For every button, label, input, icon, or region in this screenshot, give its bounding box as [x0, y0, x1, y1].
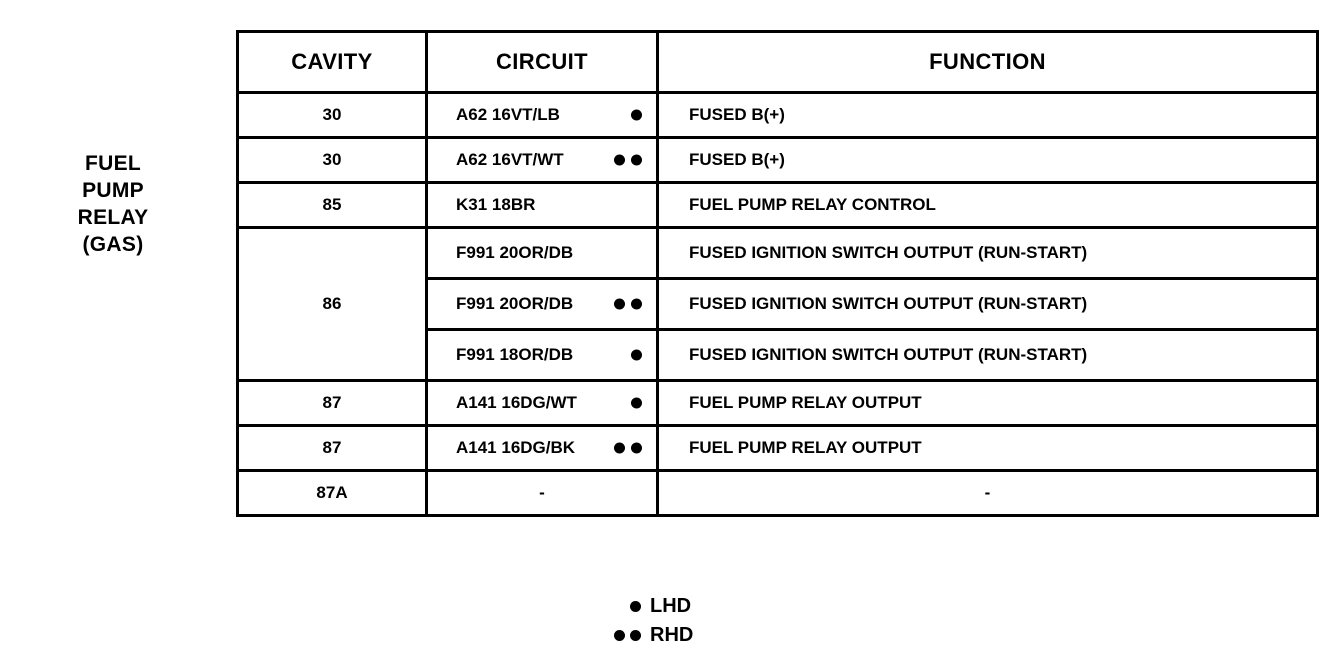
- function-value: FUSED IGNITION SWITCH OUTPUT (RUN-START): [689, 243, 1088, 262]
- cavity-value: 87: [236, 379, 428, 427]
- table-row: 86 F991 20OR/DB FUSED IGNITION SWITCH OU…: [236, 226, 1319, 382]
- circuit-value: A141 16DG/WT: [456, 393, 577, 412]
- lhd-marker-icon: [631, 397, 642, 409]
- function-cell: FUSED B(+): [656, 136, 1319, 184]
- cavity-value: 30: [236, 136, 428, 184]
- legend-item-rhd: RHD: [600, 621, 693, 650]
- circuit-cell: A62 16VT/LB: [425, 91, 659, 139]
- column-header-cavity: CAVITY: [236, 30, 428, 94]
- function-value: FUSED IGNITION SWITCH OUTPUT (RUN-START): [689, 345, 1088, 364]
- component-label-line-4: (GAS): [82, 233, 144, 256]
- function-value: FUEL PUMP RELAY CONTROL: [689, 195, 936, 214]
- circuit-value: A141 16DG/BK: [456, 438, 576, 457]
- cavity-value: 86: [236, 226, 428, 382]
- component-label-line-2: PUMP: [82, 179, 144, 202]
- function-cell: FUEL PUMP RELAY OUTPUT: [656, 379, 1319, 427]
- circuit-value: F991 20OR/DB: [456, 243, 574, 262]
- cavity-value: 87A: [236, 469, 428, 517]
- table-row: 87 A141 16DG/WT FUEL PUMP RELAY OUTPUT: [236, 379, 1319, 427]
- circuit-cell: K31 18BR: [425, 181, 659, 229]
- circuit-cell: -: [425, 469, 659, 517]
- table-row: 85 K31 18BR FUEL PUMP RELAY CONTROL: [236, 181, 1319, 229]
- rhd-marker-icon: [600, 630, 650, 641]
- circuit-value: K31 18BR: [456, 195, 536, 214]
- component-label-line-3: RELAY: [77, 206, 149, 229]
- circuit-value: A62 16VT/LB: [456, 105, 560, 124]
- lhd-marker-icon: [631, 349, 642, 361]
- column-header-function: FUNCTION: [656, 30, 1319, 94]
- circuit-cell: F991 18OR/DB: [425, 328, 659, 382]
- function-value: FUSED B(+): [689, 105, 785, 124]
- legend: LHD RHD: [600, 592, 693, 650]
- circuit-cell: F991 20OR/DB: [425, 277, 659, 331]
- table-row: 30 A62 16VT/WT FUSED B(+): [236, 136, 1319, 184]
- rhd-marker-icon: [614, 442, 642, 454]
- component-label: FUEL PUMP RELAY (GAS): [0, 150, 226, 258]
- pinout-table: CAVITY CIRCUIT FUNCTION 30 A62 16VT/LB F…: [236, 30, 1319, 517]
- function-value: FUEL PUMP RELAY OUTPUT: [689, 438, 922, 457]
- cavity-value: 87: [236, 424, 428, 472]
- legend-label-rhd: RHD: [650, 624, 694, 646]
- circuit-value: A62 16VT/WT: [456, 150, 564, 169]
- table-row: F991 18OR/DB FUSED IGNITION SWITCH OUTPU…: [238, 328, 1319, 382]
- circuit-cell: F991 20OR/DB: [425, 226, 659, 280]
- cavity-value: 30: [236, 91, 428, 139]
- function-cell: -: [656, 469, 1319, 517]
- table-row: F991 20OR/DB FUSED IGNITION SWITCH OUTPU…: [238, 277, 1319, 331]
- table-row: 87 A141 16DG/BK FUEL PUMP RELAY OUTPUT: [236, 424, 1319, 472]
- function-value: FUEL PUMP RELAY OUTPUT: [689, 393, 922, 412]
- circuit-cell: A62 16VT/WT: [425, 136, 659, 184]
- legend-label-lhd: LHD: [650, 595, 692, 617]
- function-cell: FUEL PUMP RELAY CONTROL: [656, 181, 1319, 229]
- function-cell: FUSED IGNITION SWITCH OUTPUT (RUN-START): [656, 277, 1319, 331]
- circuit-cell: A141 16DG/BK: [425, 424, 659, 472]
- circuit-cell: A141 16DG/WT: [425, 379, 659, 427]
- function-value: FUSED IGNITION SWITCH OUTPUT (RUN-START): [689, 294, 1088, 313]
- function-cell: FUSED IGNITION SWITCH OUTPUT (RUN-START): [656, 328, 1319, 382]
- rhd-marker-icon: [614, 298, 642, 310]
- legend-item-lhd: LHD: [600, 592, 693, 621]
- column-header-circuit: CIRCUIT: [425, 30, 659, 94]
- table-row: 30 A62 16VT/LB FUSED B(+): [236, 91, 1319, 139]
- circuit-value: -: [539, 483, 545, 502]
- component-label-line-1: FUEL: [84, 152, 142, 175]
- function-value: FUSED B(+): [689, 150, 785, 169]
- rhd-marker-icon: [614, 154, 642, 166]
- function-cell: FUSED B(+): [656, 91, 1319, 139]
- circuit-value: F991 18OR/DB: [456, 345, 574, 364]
- table-row: 87A - -: [236, 469, 1319, 517]
- cavity-value: 85: [236, 181, 428, 229]
- function-value: -: [984, 483, 991, 502]
- lhd-marker-icon: [600, 601, 650, 612]
- table-header-row: CAVITY CIRCUIT FUNCTION: [236, 30, 1319, 94]
- circuit-value: F991 20OR/DB: [456, 294, 574, 313]
- function-cell: FUEL PUMP RELAY OUTPUT: [656, 424, 1319, 472]
- function-cell: FUSED IGNITION SWITCH OUTPUT (RUN-START): [656, 226, 1319, 280]
- lhd-marker-icon: [631, 109, 642, 121]
